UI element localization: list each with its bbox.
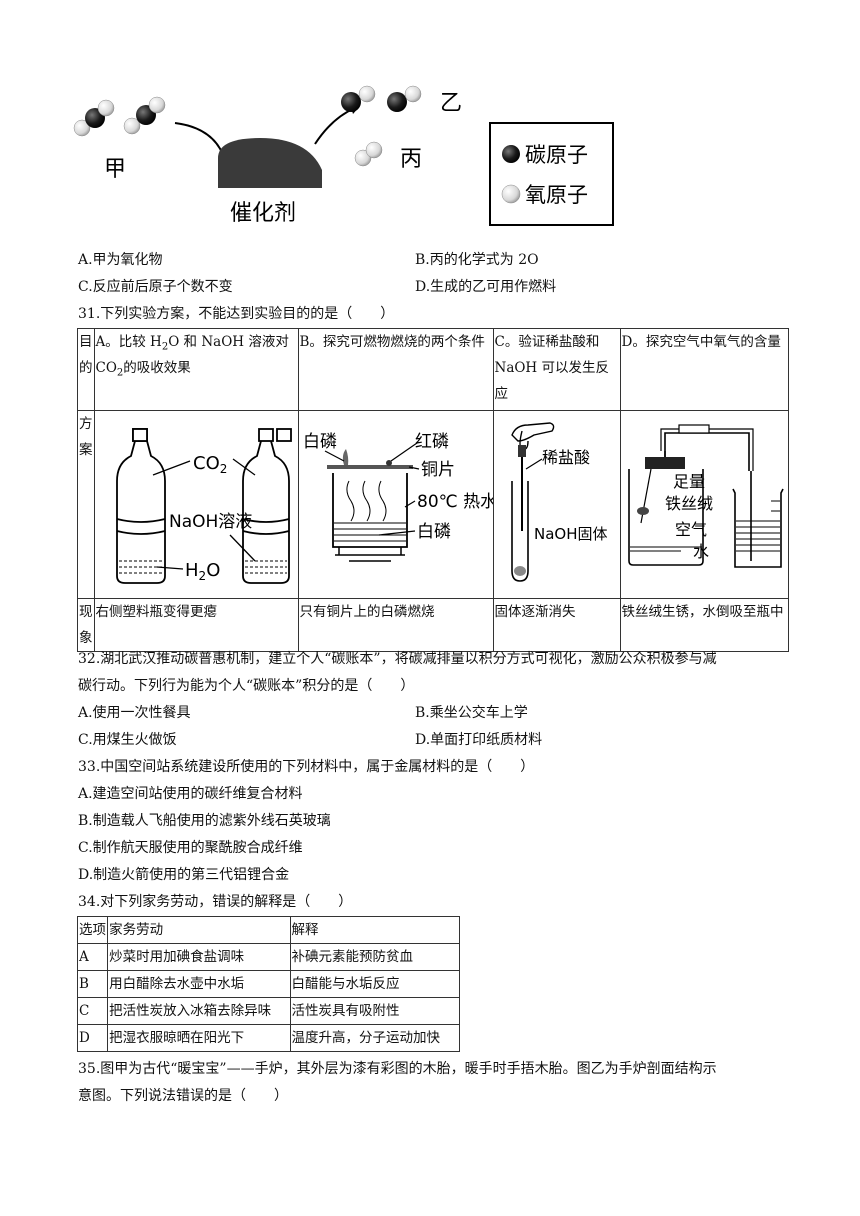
label-hot-water: 80℃ 热水: [417, 492, 493, 512]
plan-d-figure: 足量 铁丝绒 空气 水: [627, 424, 784, 568]
row-label-plan: 方案: [77, 410, 95, 599]
label-bing: 丙: [400, 147, 422, 172]
molecule-yi-2: [387, 85, 422, 112]
plan-b: 白磷 红磷 铜片 80℃ 热水 白磷: [297, 410, 497, 599]
label-co2: CO2: [193, 453, 227, 476]
plan-a-figure: CO2 NaOH溶液 H2O: [115, 428, 292, 584]
plan-d: 足量 铁丝绒 空气 水: [619, 410, 789, 599]
label-steel-wool: 铁丝绒: [665, 494, 713, 513]
label-naoh-solid: NaOH固体: [534, 525, 608, 543]
carbon-atom-icon: [502, 145, 520, 163]
molecule-yi-1: [341, 85, 376, 112]
label-white-phosphorus: 白磷: [303, 432, 337, 452]
plan-b-figure: 白磷 红磷 铜片 80℃ 热水 白磷: [303, 432, 497, 562]
row-label-phenomenon: 现象: [77, 598, 95, 652]
q32-option-b: B.乘坐公交车上学: [415, 705, 528, 721]
legend-carbon: 碳原子: [525, 143, 588, 167]
q30-option-c: C.反应前后原子个数不变: [78, 279, 233, 295]
phenomenon-b: 只有铜片上的白磷燃烧: [297, 598, 494, 652]
label-water: 水: [693, 542, 709, 561]
purpose-d: D。探究空气中氧气的含量: [619, 328, 789, 411]
q34-stem: 34.对下列家务劳动，错误的解释是（ ）: [78, 894, 353, 910]
q33-stem: 33.中国空间站系统建设所使用的下列材料中，属于金属材料的是（ ）: [78, 759, 535, 775]
q32-stem-line1: 32.湖北武汉推动碳普惠机制，建立个人“碳账本”，将碳减排量以积分方式可视化，激…: [78, 651, 717, 667]
q34-header-chore: 家务劳动: [107, 916, 291, 944]
label-dilute-hcl: 稀盐酸: [542, 448, 590, 467]
label-enough: 足量: [673, 472, 705, 491]
q33-option-d: D.制造火箭使用的第三代铝锂合金: [78, 867, 290, 883]
q31-stem: 31.下列实验方案，不能达到实验目的的是（ ）: [78, 306, 395, 322]
legend-oxygen: 氧原子: [525, 183, 588, 207]
label-yi: 乙: [440, 91, 462, 116]
molecule-jia-1: [73, 99, 115, 137]
legend-box: [489, 122, 614, 226]
label-copper-sheet: 铜片: [421, 460, 455, 480]
label-catalyst: 催化剂: [230, 201, 296, 226]
q34-header-explain: 解释: [289, 916, 461, 944]
row-label-purpose: 目的: [77, 328, 95, 411]
q33-option-c: C.制作航天服使用的聚酰胺合成纤维: [78, 840, 303, 856]
molecule-bing-1: [354, 141, 383, 167]
q32-option-d: D.单面打印纸质材料: [415, 732, 543, 748]
phenomenon-c: 固体逐渐消失: [492, 598, 621, 652]
q35-stem-line1: 35.图甲为古代“暖宝宝”——手炉，其外层为漆有彩图的木胎，暖手时手捂木胎。图乙…: [78, 1061, 717, 1077]
q33-option-a: A.建造空间站使用的碳纤维复合材料: [78, 786, 303, 802]
catalyst-shape: [218, 138, 322, 188]
q33-option-b: B.制造载人飞船使用的滤紫外线石英玻璃: [78, 813, 331, 829]
label-red-phosphorus: 红磷: [415, 432, 449, 452]
label-white-phosphorus-2: 白磷: [417, 522, 451, 542]
purpose-c: C。验证稀盐酸和 NaOH 可以发生反应: [492, 328, 621, 411]
q34-header-option: 选项: [76, 916, 109, 944]
q30-option-d: D.生成的乙可用作燃料: [415, 279, 557, 295]
q30-option-b: B.丙的化学式为 2O: [415, 252, 539, 268]
q32-stem-line2: 碳行动。下列行为能为个人“碳账本”积分的是（ ）: [78, 678, 415, 694]
plan-c: 稀盐酸 NaOH固体: [492, 410, 621, 599]
plan-c-figure: 稀盐酸 NaOH固体: [510, 422, 608, 582]
label-h2o: H2O: [185, 560, 220, 583]
q32-option-c: C.用煤生火做饭: [78, 732, 177, 748]
q30-option-a: A.甲为氧化物: [78, 252, 163, 268]
label-air: 空气: [675, 520, 707, 539]
molecule-jia-2: [123, 96, 166, 135]
q35-stem-line2: 意图。下列说法错误的是（ ）: [78, 1088, 288, 1104]
plan-a: CO2 NaOH溶液 H2O: [93, 410, 299, 599]
label-naoh-solution: NaOH溶液: [169, 512, 252, 532]
phenomenon-a: 右侧塑料瓶变得更瘪: [93, 598, 299, 652]
phenomenon-d: 铁丝绒生锈，水倒吸至瓶中: [619, 598, 789, 652]
reaction-diagram: 甲 催化剂 乙 丙 碳原子 氧原子: [73, 85, 614, 226]
oxygen-atom-icon: [501, 184, 521, 204]
q32-option-a: A.使用一次性餐具: [78, 705, 191, 721]
purpose-b: B。探究可燃物燃烧的两个条件: [297, 328, 494, 411]
label-jia: 甲: [104, 157, 126, 182]
